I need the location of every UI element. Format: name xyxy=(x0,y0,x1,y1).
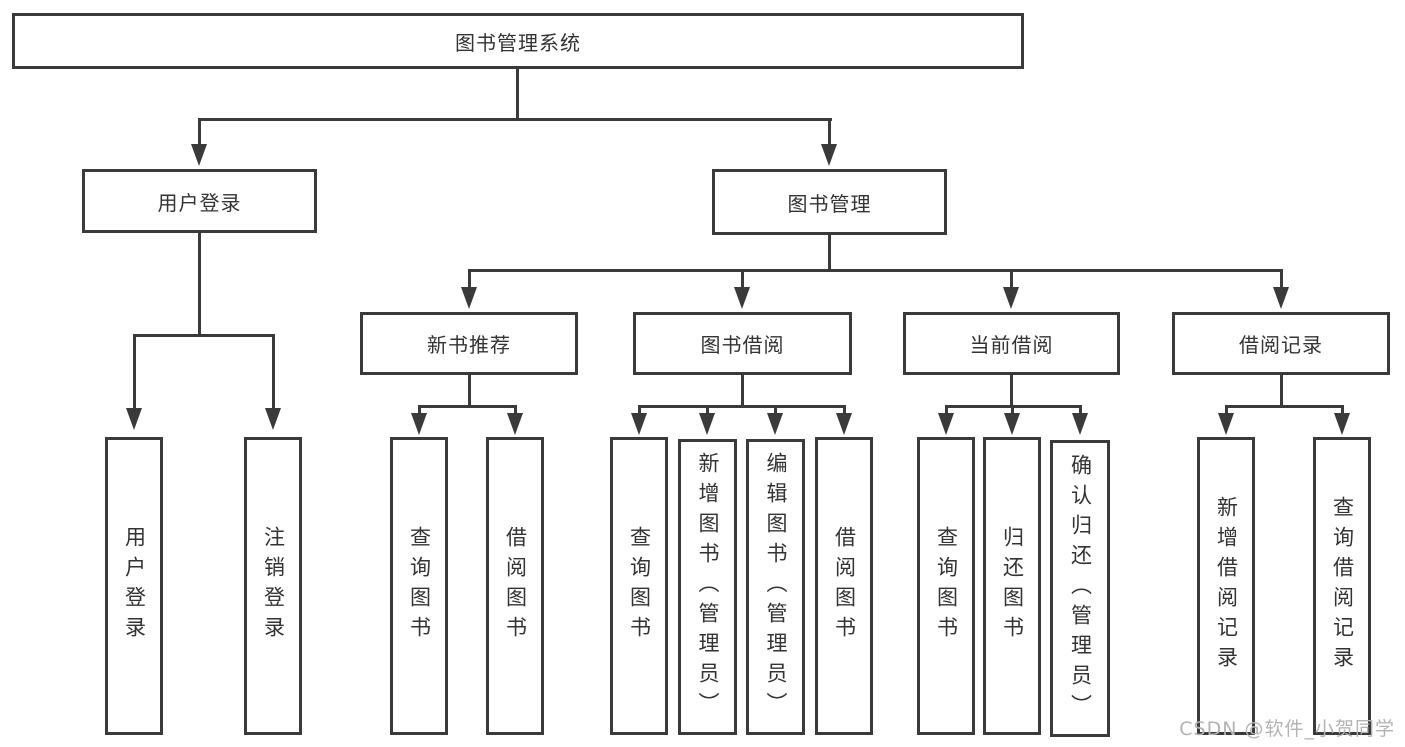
edge-stem xyxy=(1009,269,1013,287)
leaf-query-books: 查询图书 xyxy=(390,437,448,735)
edge-root-to-user-login-stem xyxy=(197,118,201,144)
leaf-add-borrow-record: 新增借阅记录 xyxy=(1197,437,1255,735)
edge-stem xyxy=(740,269,744,287)
arrowhead-leaf xyxy=(699,413,715,435)
edge-root-stub xyxy=(515,69,519,120)
arrowhead-leaf xyxy=(1334,413,1350,435)
leaf-query-books: 查询图书 xyxy=(610,437,668,735)
edge-stem xyxy=(1224,405,1228,413)
leaf-label: 借阅图书 xyxy=(832,526,857,646)
edge-stem xyxy=(1279,269,1283,287)
edge-new-book-stub xyxy=(467,375,471,408)
leaf-label: 新增借阅记录 xyxy=(1214,496,1239,676)
arrowhead-leaf xyxy=(1072,413,1088,435)
arrowhead-book-borrow xyxy=(734,287,750,309)
arrowhead-leaf xyxy=(836,413,852,435)
edge-book-mgmt-stub xyxy=(827,235,831,271)
leaf-label: 用户登录 xyxy=(122,526,147,646)
edge-stem xyxy=(417,405,421,413)
leaf-label: 注销登录 xyxy=(261,526,286,646)
edge-borrow-records-branch xyxy=(1224,405,1344,408)
edge-stem xyxy=(705,405,709,413)
node-label: 图书管理 xyxy=(787,191,872,216)
node-label: 图书管理系统 xyxy=(455,30,581,55)
edge-user-login-stub xyxy=(197,233,201,336)
leaf-borrow-books: 借阅图书 xyxy=(486,437,544,735)
arrowhead-leaf xyxy=(767,413,783,435)
edge-stem xyxy=(842,405,846,413)
arrowhead-borrow-records xyxy=(1273,287,1289,309)
arrowhead-leaf xyxy=(1218,413,1234,435)
leaf-edit-books-admin: 编辑图书（管理员） xyxy=(746,439,805,735)
leaf-confirm-return-admin: 确认归还（管理员） xyxy=(1050,440,1110,737)
leaf-query-borrow-record: 查询借阅记录 xyxy=(1313,437,1371,735)
arrowhead-current-borrow xyxy=(1003,287,1019,309)
node-label: 借阅记录 xyxy=(1239,333,1323,357)
edge-root-branch xyxy=(197,118,832,121)
leaf-label: 查询借阅记录 xyxy=(1330,496,1355,676)
edge-stem xyxy=(1010,405,1014,413)
leaf-label: 新增图书（管理员） xyxy=(696,452,720,722)
node-book-management: 图书管理 xyxy=(712,169,947,235)
node-new-book-recommend: 新书推荐 xyxy=(360,312,578,375)
edge-book-mgmt-branch xyxy=(467,269,1283,272)
edge-new-book-branch xyxy=(417,405,517,408)
leaf-borrow-books: 借阅图书 xyxy=(815,437,873,735)
edge-user-login-branch xyxy=(132,334,275,337)
leaf-label: 确认归还（管理员） xyxy=(1068,453,1093,724)
edge-borrow-records-stub xyxy=(1279,375,1283,408)
leaf-query-books: 查询图书 xyxy=(917,437,975,735)
edge-stem xyxy=(271,334,275,408)
leaf-label: 查询图书 xyxy=(627,526,652,646)
node-label: 用户登录 xyxy=(157,190,242,215)
arrowhead-leaf xyxy=(411,413,427,435)
edge-stem xyxy=(944,405,948,413)
edge-book-borrow-branch xyxy=(637,405,846,408)
arrowhead-leaf xyxy=(507,413,523,435)
arrowhead-leaf-logout xyxy=(265,408,281,430)
arrowhead-new-book-recommend xyxy=(461,287,477,309)
leaf-label: 编辑图书（管理员） xyxy=(764,452,788,722)
leaf-label: 查询图书 xyxy=(407,526,432,646)
leaf-user-login: 用户登录 xyxy=(105,437,163,735)
node-book-borrow: 图书借阅 xyxy=(633,312,852,375)
node-label: 当前借阅 xyxy=(969,333,1054,357)
node-label: 新书推荐 xyxy=(427,333,511,357)
node-label: 图书借阅 xyxy=(700,333,785,357)
leaf-label: 归还图书 xyxy=(1000,526,1025,646)
edge-stem xyxy=(132,334,136,408)
edge-stem xyxy=(1340,405,1344,413)
edge-stem xyxy=(637,405,641,413)
leaf-return-books: 归还图书 xyxy=(983,437,1041,735)
csdn-watermark: CSDN @软件_小贺同学 xyxy=(1179,718,1395,740)
edge-stem xyxy=(773,405,777,413)
leaf-label: 借阅图书 xyxy=(503,526,528,646)
edge-book-borrow-stub xyxy=(740,375,744,408)
arrowhead-leaf xyxy=(1004,413,1020,435)
arrowhead-leaf-user-login xyxy=(126,408,142,430)
leaf-label: 查询图书 xyxy=(934,526,959,646)
edge-current-borrow-stub xyxy=(1009,375,1013,408)
node-borrow-records: 借阅记录 xyxy=(1172,312,1390,375)
leaf-logout: 注销登录 xyxy=(244,437,302,735)
node-library-system: 图书管理系统 xyxy=(12,13,1024,69)
edge-stem xyxy=(1078,405,1082,413)
node-user-login: 用户登录 xyxy=(82,169,317,233)
arrowhead-leaf xyxy=(938,413,954,435)
edge-root-to-book-mgmt-stem xyxy=(827,118,831,144)
arrowhead-user-login xyxy=(191,144,207,166)
edge-stem xyxy=(513,405,517,413)
leaf-add-books-admin: 新增图书（管理员） xyxy=(678,439,737,735)
edge-stem xyxy=(467,269,471,287)
arrowhead-book-mgmt xyxy=(821,144,837,166)
arrowhead-leaf xyxy=(631,413,647,435)
node-current-borrow: 当前借阅 xyxy=(903,312,1120,375)
